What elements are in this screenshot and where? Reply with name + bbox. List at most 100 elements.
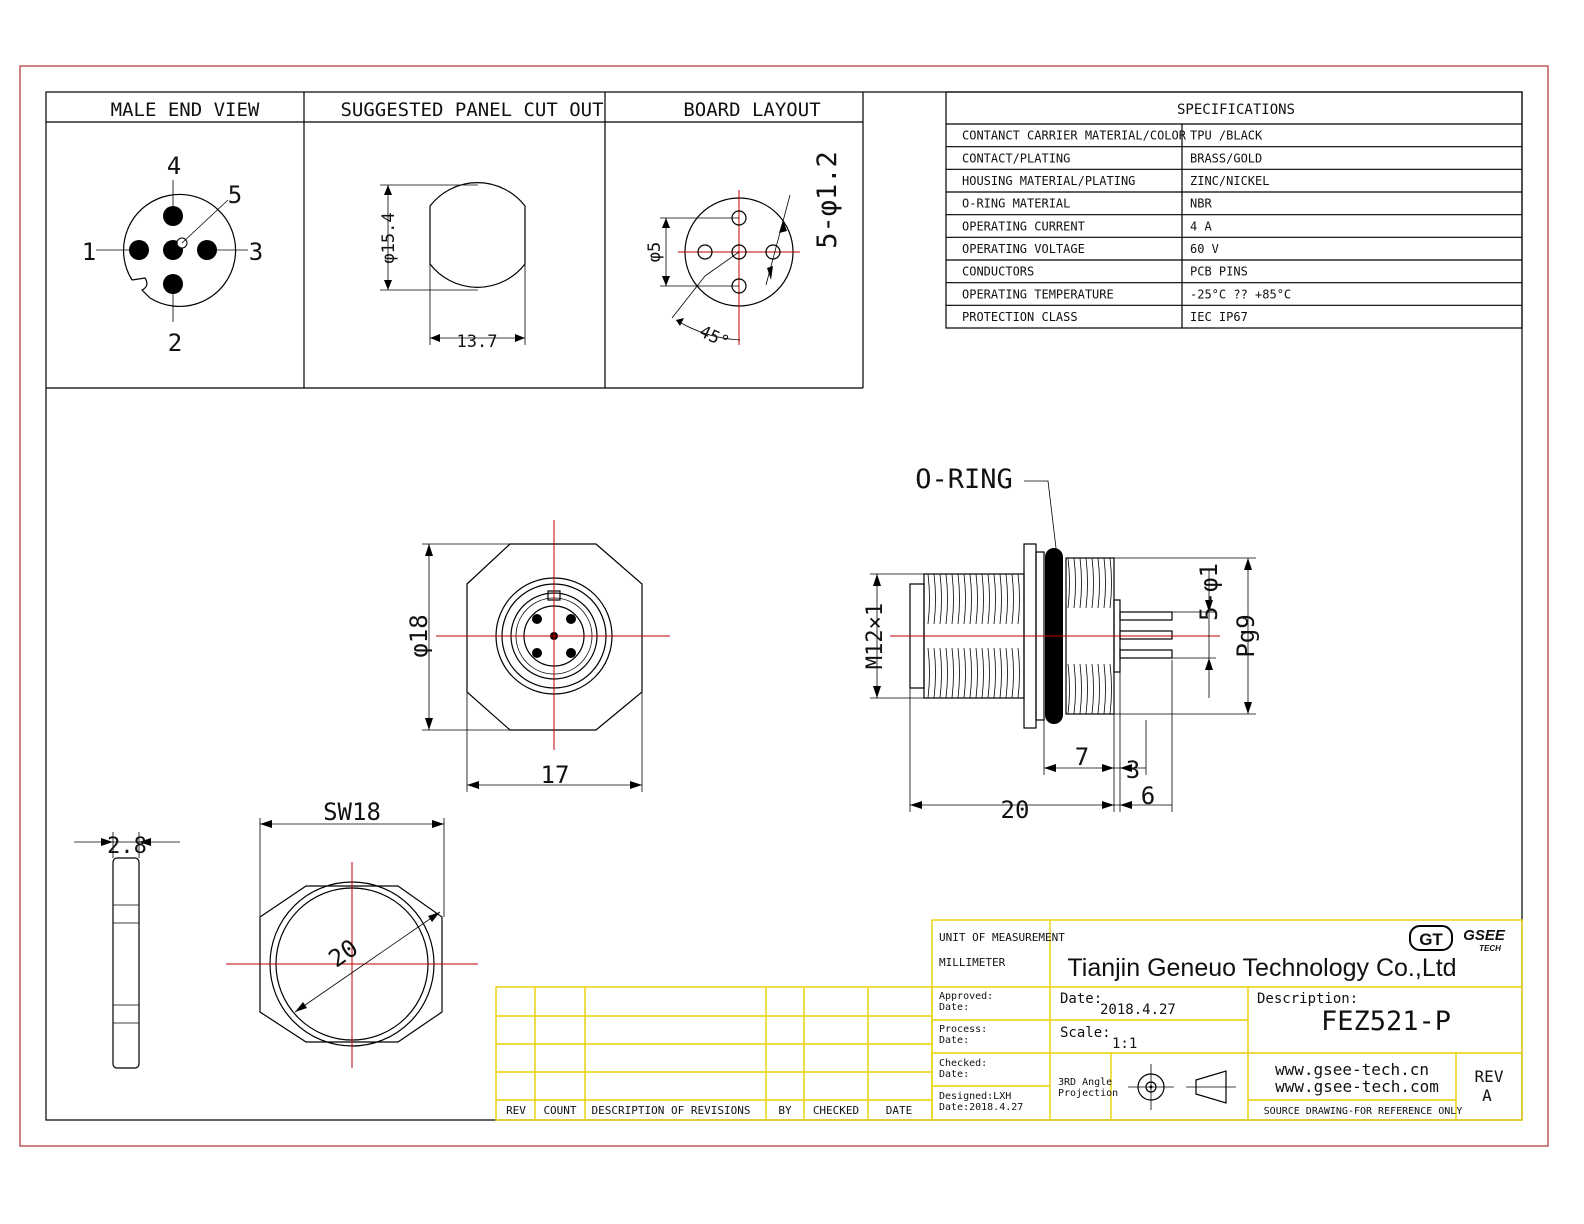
approved-date-label: Date: [939, 1002, 969, 1013]
thread-line [1005, 573, 1008, 625]
thread-line [993, 647, 996, 699]
thread-line [963, 647, 966, 699]
board-layout-view: φ5 5-φ1.2 45° [645, 151, 843, 353]
source-note: SOURCE DRAWING-FOR REFERENCE ONLY [1264, 1106, 1463, 1117]
projection-symbol-icon [1128, 1064, 1236, 1110]
thread-line [1109, 557, 1112, 609]
pin-label-5: 5 [228, 181, 242, 209]
spec-value: ZINC/NICKEL [1190, 174, 1269, 188]
date-label: Date: [1060, 991, 1102, 1007]
spec-value: PCB PINS [1190, 265, 1248, 279]
thread-line [939, 573, 942, 625]
thread-line [933, 573, 936, 625]
pin-label-4: 4 [167, 152, 181, 180]
board-layout-title: BOARD LAYOUT [683, 99, 820, 121]
thread-line [927, 573, 930, 625]
side-dim-7: 7 [1075, 743, 1089, 771]
side-dim-6: 6 [1141, 782, 1155, 810]
board-dim-hole: 5-φ1.2 [812, 151, 843, 249]
thread-line [969, 573, 972, 625]
thread-line [1005, 647, 1008, 699]
panel-cut-title: SUGGESTED PANEL CUT OUT [340, 99, 603, 121]
thread-line [993, 573, 996, 625]
spec-label: OPERATING CURRENT [962, 219, 1085, 233]
male-end-view: 4 1 3 5 2 [82, 152, 263, 357]
panel-cutout-view: φ15.4 13.7 [379, 182, 526, 352]
thread-line [957, 647, 960, 699]
thread-line [975, 647, 978, 699]
spec-label: PROTECTION CLASS [962, 310, 1078, 324]
nut-thickness-dim: 2.8 [107, 834, 147, 859]
thread-line [987, 647, 990, 699]
thread-line [939, 647, 942, 699]
pin-4 [163, 206, 183, 226]
front-dim-width: 17 [541, 761, 570, 789]
nut-side-view: 2.8 [74, 832, 180, 1069]
process-date-label: Date: [939, 1035, 969, 1046]
thread-line [945, 573, 948, 625]
thread-line [933, 647, 936, 699]
thread-line [1073, 663, 1076, 715]
approved-label: Approved: [939, 991, 993, 1002]
spec-label: CONTACT/PLATING [962, 151, 1070, 165]
spec-value: 4 A [1190, 219, 1212, 233]
date-value: 2018.4.27 [1100, 1002, 1176, 1018]
spec-label: HOUSING MATERIAL/PLATING [962, 174, 1135, 188]
rev-value: A [1482, 1086, 1492, 1105]
pin-label-1: 1 [82, 238, 96, 266]
rev-header-by: BY [778, 1104, 792, 1117]
description-value: FEZ521-P [1321, 1006, 1451, 1037]
nut-sw-dim: SW18 [323, 798, 381, 826]
pin-label-3: 3 [249, 238, 263, 266]
rev-header-checked: CHECKED [813, 1104, 859, 1117]
logo-name: GSEE [1463, 927, 1506, 944]
rev-label: REV [1475, 1067, 1504, 1086]
spec-value: TPU /BLACK [1190, 129, 1263, 143]
thread-line [951, 573, 954, 625]
website-1: www.gsee-tech.cn [1275, 1060, 1429, 1079]
thread-line [1103, 663, 1106, 715]
pin-2 [163, 274, 183, 294]
outer-frame [19, 65, 1549, 1147]
company-name: Tianjin Geneuo Technology Co.,Ltd [1067, 954, 1456, 982]
designed-date: Date:2018.4.27 [939, 1102, 1023, 1113]
thread-line [1017, 573, 1020, 625]
panel-dim-width: 13.7 [457, 332, 498, 352]
spec-value: 60 V [1190, 242, 1219, 256]
specifications-table: SPECIFICATIONS CONTANCT CARRIER MATERIAL… [945, 91, 1523, 329]
scale-value: 1:1 [1112, 1036, 1137, 1052]
spec-label: OPERATING VOLTAGE [962, 242, 1085, 256]
thread-line [999, 573, 1002, 625]
thread-line [975, 573, 978, 625]
thread-line [1067, 663, 1070, 715]
rev-header-count: COUNT [543, 1104, 576, 1117]
thread-line [1073, 557, 1076, 609]
spec-value: BRASS/GOLD [1190, 151, 1262, 165]
nut-front-view: SW18 20 [226, 798, 478, 1068]
thread-line [1091, 557, 1094, 609]
thread-line [1067, 557, 1070, 609]
male-end-view-title: MALE END VIEW [111, 99, 260, 121]
side-dim-20: 20 [1001, 796, 1030, 824]
spec-label: OPERATING TEMPERATURE [962, 287, 1114, 301]
thread-line [1097, 557, 1100, 609]
spec-value: -25°C ?? +85°C [1190, 287, 1291, 301]
checked-label: Checked: [939, 1058, 987, 1069]
oring-label: O-RING [915, 464, 1013, 495]
thread-line [945, 647, 948, 699]
panel-dim-height: φ15.4 [379, 212, 399, 263]
process-label: Process: [939, 1024, 987, 1035]
rev-header-rev: REV [506, 1104, 526, 1117]
thread-line [957, 573, 960, 625]
pin-1 [129, 240, 149, 260]
side-thread-dim: M12×1 [863, 603, 888, 669]
checked-date-label: Date: [939, 1069, 969, 1080]
scale-label: Scale: [1060, 1025, 1111, 1041]
thread-line [999, 647, 1002, 699]
side-view: O-RING M12×1 Pg9 5-φ1 [863, 464, 1260, 824]
unit-label: UNIT OF MEASUREMENT [939, 931, 1065, 944]
thread-line [969, 647, 972, 699]
pin-label-2: 2 [168, 329, 182, 357]
spec-value: NBR [1190, 197, 1212, 211]
